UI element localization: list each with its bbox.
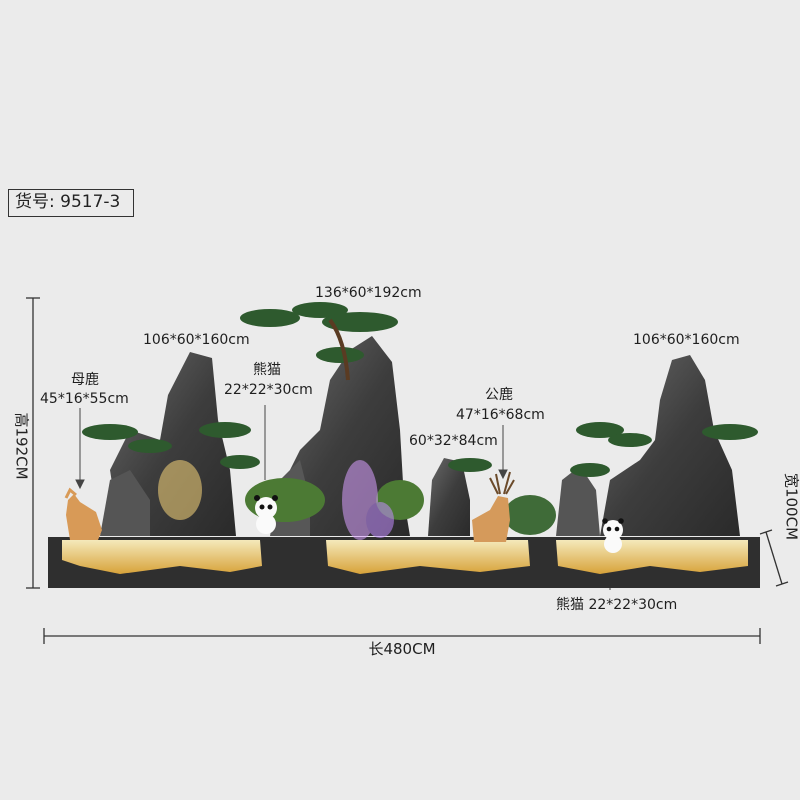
panda-top-name: 熊猫 (253, 362, 281, 378)
panda-bottom-figure (602, 518, 624, 553)
panda-bottom-label: 熊猫 22*22*30cm (556, 597, 678, 613)
length-dimension-line (43, 628, 761, 644)
small-rock-size: 60*32*84cm (409, 433, 498, 449)
doe-size: 45*16*55cm (40, 391, 129, 407)
length-total-label: 长480CM (368, 640, 436, 658)
basin (48, 537, 760, 588)
stag-name: 公鹿 (485, 387, 513, 403)
model-number-label: 货号: 9517-3 (8, 189, 134, 217)
small-rock (428, 458, 470, 536)
stag-figure (472, 471, 515, 542)
doe-name: 母鹿 (71, 372, 99, 388)
left-rock (100, 352, 236, 536)
panda-top-size: 22*22*30cm (224, 382, 313, 398)
height-total-label: 高192CM (12, 412, 31, 480)
light-glows (158, 460, 394, 540)
left-rock-size: 106*60*160cm (143, 332, 250, 348)
center-rock-size: 136*60*192cm (315, 285, 422, 301)
width-total-label: 宽100CM (782, 472, 800, 541)
right-rock (556, 355, 740, 536)
panda-top-figure (254, 495, 278, 534)
width-dimension-line (759, 529, 789, 587)
height-dimension-line (26, 297, 40, 589)
right-rock-size: 106*60*160cm (633, 332, 740, 348)
doe-figure (64, 487, 102, 540)
stag-size: 47*16*68cm (456, 407, 545, 423)
